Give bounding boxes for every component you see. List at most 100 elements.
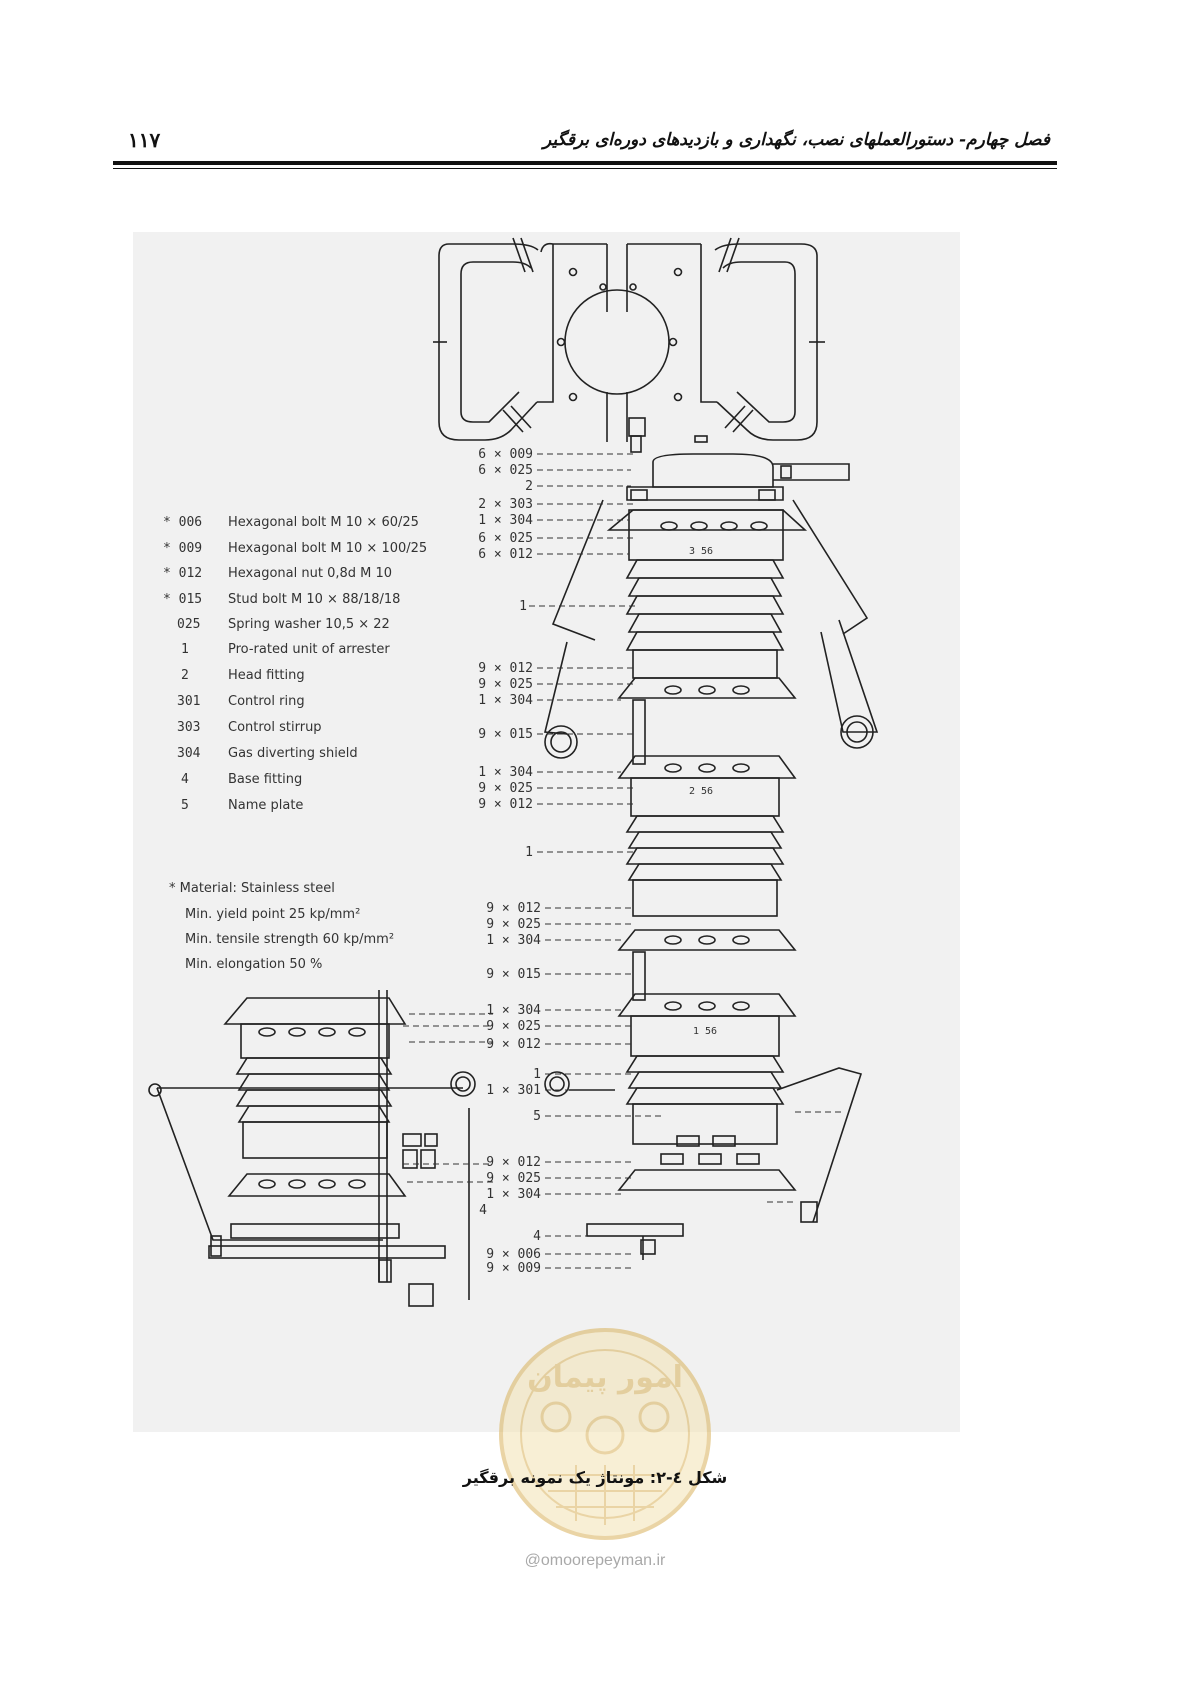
material-note-line: Min. tensile strength 60 kp/mm²	[185, 932, 394, 947]
legend-code: 5	[181, 798, 189, 813]
ring-tube-right-top	[820, 619, 879, 733]
callout-label: 5	[533, 1109, 541, 1124]
material-note: * Material: Stainless steel Min. yield p…	[169, 881, 394, 972]
legend-code: 303	[177, 720, 200, 735]
legend-code: 304	[177, 746, 201, 761]
callout-label: 6 × 025	[478, 463, 533, 478]
legend-code: 025	[177, 617, 200, 632]
legend-code: 4	[181, 772, 189, 787]
callout-label: 9 × 012	[478, 661, 533, 676]
shield-mid-unit-bottom	[617, 929, 797, 951]
left-loop-outer	[438, 243, 539, 441]
head-arm-right	[773, 463, 850, 481]
material-note-line: Min. elongation 50 %	[185, 957, 322, 972]
callout-label: 9 × 015	[478, 727, 533, 742]
figure-caption: شکل ٤-۲: مونتاژ یک نمونه برقگیر	[462, 1468, 728, 1487]
base-fitting-right	[586, 1223, 684, 1237]
legend-code: 301	[177, 694, 200, 709]
stud-bolt-upper	[632, 699, 646, 765]
parts-legend: * 006 Hexagonal bolt M 10 × 60/25 * 009 …	[163, 515, 427, 813]
legend-text: Hexagonal nut 0,8d M 10	[228, 566, 392, 581]
stirrup-right-arm	[792, 499, 869, 635]
callout-label: 1	[533, 1067, 541, 1082]
legend-text: Gas diverting shield	[228, 746, 358, 761]
callout-label: 1 × 301	[486, 1083, 541, 1098]
callout-label: 1 × 304	[478, 693, 533, 708]
unit-mark: 2 56	[689, 786, 713, 797]
legend-text: Control ring	[228, 694, 305, 709]
left-loop-inner	[460, 261, 532, 423]
callout-label: 1 × 304	[486, 1187, 541, 1202]
legend-text: Name plate	[228, 798, 303, 813]
legend-text: Base fitting	[228, 772, 302, 787]
control-ring-left	[156, 1087, 383, 1241]
legend-text: Stud bolt M 10 × 88/18/18	[228, 592, 400, 607]
arrester-assembly-figure: * 006 Hexagonal bolt M 10 × 60/25 * 009 …	[133, 232, 960, 1432]
material-note-line: Min. yield point 25 kp/mm²	[185, 907, 360, 922]
legend-text: Pro-rated unit of arrester	[228, 642, 390, 657]
shield-left-unit	[223, 997, 407, 1025]
callout-label: 9 × 025	[486, 1171, 541, 1186]
header-rule-thin	[113, 168, 1057, 169]
page-number: ۱۱۷	[128, 128, 161, 152]
base-fitting-left	[208, 1245, 446, 1259]
callout-label: 1	[519, 599, 527, 614]
legend-code: 2	[181, 668, 189, 683]
watermark-url: @omoorepeyman.ir	[524, 1552, 666, 1569]
callout-label: 2 × 303	[478, 497, 533, 512]
legend-code: * 009	[163, 541, 202, 556]
legend-text: Head fitting	[228, 668, 305, 683]
callout-label: 1	[525, 845, 533, 860]
legend-text: Control stirrup	[228, 720, 322, 735]
shield-low-unit-bottom	[617, 1169, 797, 1191]
callout-label: 1 × 304	[486, 933, 541, 948]
callout-label: 6 × 012	[478, 547, 533, 562]
head-frame-left-half	[537, 244, 554, 403]
callout-label: 9 × 006	[486, 1247, 541, 1262]
callout-label: 2	[525, 479, 533, 494]
control-ring-right	[569, 1067, 863, 1223]
stud-bolt-lower	[632, 951, 646, 1001]
header-rule-thick	[113, 161, 1057, 165]
callout-label: 9 × 012	[486, 1155, 541, 1170]
callout-label: 9 × 025	[486, 917, 541, 932]
callout-label: 9 × 025	[486, 1019, 541, 1034]
legend-text: Spring washer 10,5 × 22	[228, 617, 390, 632]
shield-left-unit-bottom	[227, 1173, 407, 1197]
callout-label: 4	[479, 1203, 487, 1218]
watermark-seal-text: امور پیمان	[527, 1360, 683, 1395]
ring-tube-left-top	[544, 641, 568, 735]
unit-mark: 3 56	[689, 546, 713, 557]
material-note-line: * Material: Stainless steel	[169, 881, 335, 896]
callout-label: 9 × 012	[486, 1037, 541, 1052]
callout-labels: 6 × 009 6 × 025 2 2 × 303 1 × 304 6 × 02…	[478, 447, 541, 1276]
callout-label: 6 × 025	[478, 531, 533, 546]
callout-label: 1 × 304	[478, 513, 533, 528]
callout-label: 9 × 025	[478, 781, 533, 796]
shield-top-unit-bottom	[617, 677, 797, 699]
legend-text: Hexagonal bolt M 10 × 60/25	[228, 515, 419, 530]
callout-label: 1 × 304	[486, 1003, 541, 1018]
legend-code: * 015	[163, 592, 202, 607]
right-loop-inner	[722, 261, 796, 423]
right-loop-outer	[714, 243, 818, 441]
callout-label: 9 × 025	[478, 677, 533, 692]
head-frame-right-half	[700, 244, 717, 403]
head-fitting-dome	[652, 453, 774, 488]
unit-mark: 1 56	[693, 1026, 717, 1037]
callout-label: 9 × 012	[478, 797, 533, 812]
stirrup-left-arm	[551, 499, 604, 641]
watermark-seal-logo: امور پیمان	[496, 1325, 714, 1543]
callout-label: 9 × 012	[486, 901, 541, 916]
legend-code: * 012	[163, 566, 202, 581]
assembly-drawing: * 006 Hexagonal bolt M 10 × 60/25 * 009 …	[148, 237, 879, 1307]
head-center-hole	[564, 289, 670, 395]
legend-code: 1	[181, 642, 189, 657]
legend-code: * 006	[163, 515, 202, 530]
callout-label: 9 × 015	[486, 967, 541, 982]
legend-text: Hexagonal bolt M 10 × 100/25	[228, 541, 427, 556]
callout-label: 4	[533, 1229, 541, 1244]
chapter-header-title: فصل چهارم- دستورالعملهای نصب، نگهداری و …	[542, 130, 1050, 150]
callout-label: 9 × 009	[486, 1261, 541, 1276]
callout-label: 6 × 009	[478, 447, 533, 462]
